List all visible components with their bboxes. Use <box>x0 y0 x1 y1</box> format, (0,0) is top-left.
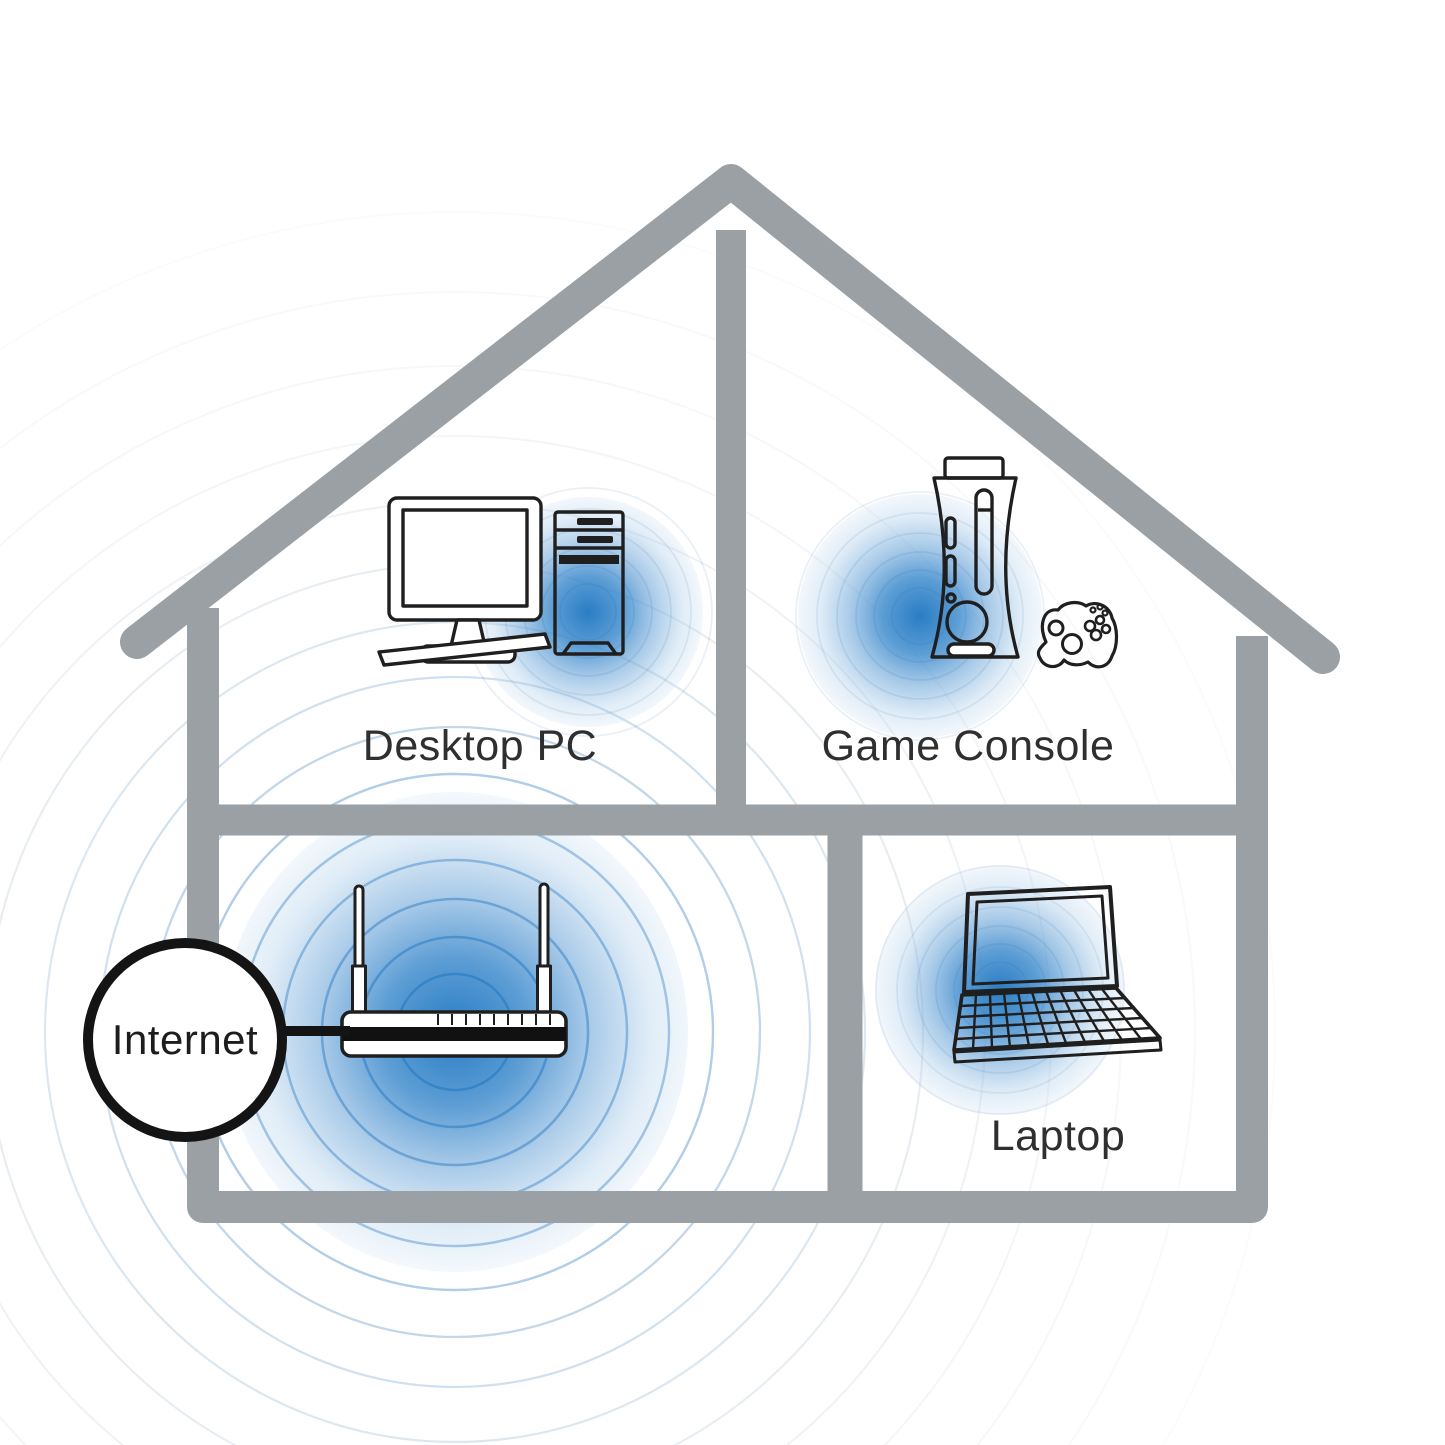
laptop-screen-frame <box>962 885 1119 994</box>
disc-slot <box>974 488 994 596</box>
internet-label: Internet <box>111 1016 259 1063</box>
sync-dot <box>945 592 957 604</box>
laptop-screen <box>971 894 1110 986</box>
vent-pill <box>944 516 957 550</box>
vent-pill <box>944 554 957 588</box>
wireless-router-icon <box>340 882 568 1058</box>
laptop-label: Laptop <box>990 1112 1126 1160</box>
desktop-pc-icon <box>377 496 625 667</box>
tower-foot <box>561 641 618 655</box>
console-base-slot <box>946 642 996 658</box>
laptop-keys <box>955 988 1152 1050</box>
console-body <box>930 476 1020 659</box>
desktop-pc-label: Desktop PC <box>362 722 598 770</box>
laptop-icon <box>952 885 1163 1064</box>
drive-bay-handle <box>577 518 613 525</box>
laptop-front-edge <box>952 1038 1163 1064</box>
gamepad <box>1036 600 1119 669</box>
antenna-left-lower <box>351 964 367 1016</box>
internet-node: Internet <box>83 938 287 1142</box>
console-top-cap <box>943 456 1005 480</box>
drive-bay-handle <box>577 536 613 543</box>
power-ring <box>945 600 989 644</box>
router-front-band <box>342 1027 566 1041</box>
router-vents <box>437 1014 551 1025</box>
laptop-deck <box>952 986 1162 1052</box>
monitor-screen <box>401 508 529 608</box>
antenna-left-upper <box>353 884 365 972</box>
antenna-right-lower <box>536 964 552 1016</box>
tower-case <box>553 510 625 656</box>
game-console-label: Game Console <box>821 722 1115 770</box>
antenna-right-upper <box>538 882 550 972</box>
house-walls-and-floor <box>187 608 1268 1223</box>
keyboard <box>377 632 552 667</box>
house-roof <box>120 164 1340 674</box>
game-console-icon <box>930 456 1119 669</box>
tower-vent <box>559 555 619 564</box>
internet-connection-line <box>260 1026 350 1036</box>
